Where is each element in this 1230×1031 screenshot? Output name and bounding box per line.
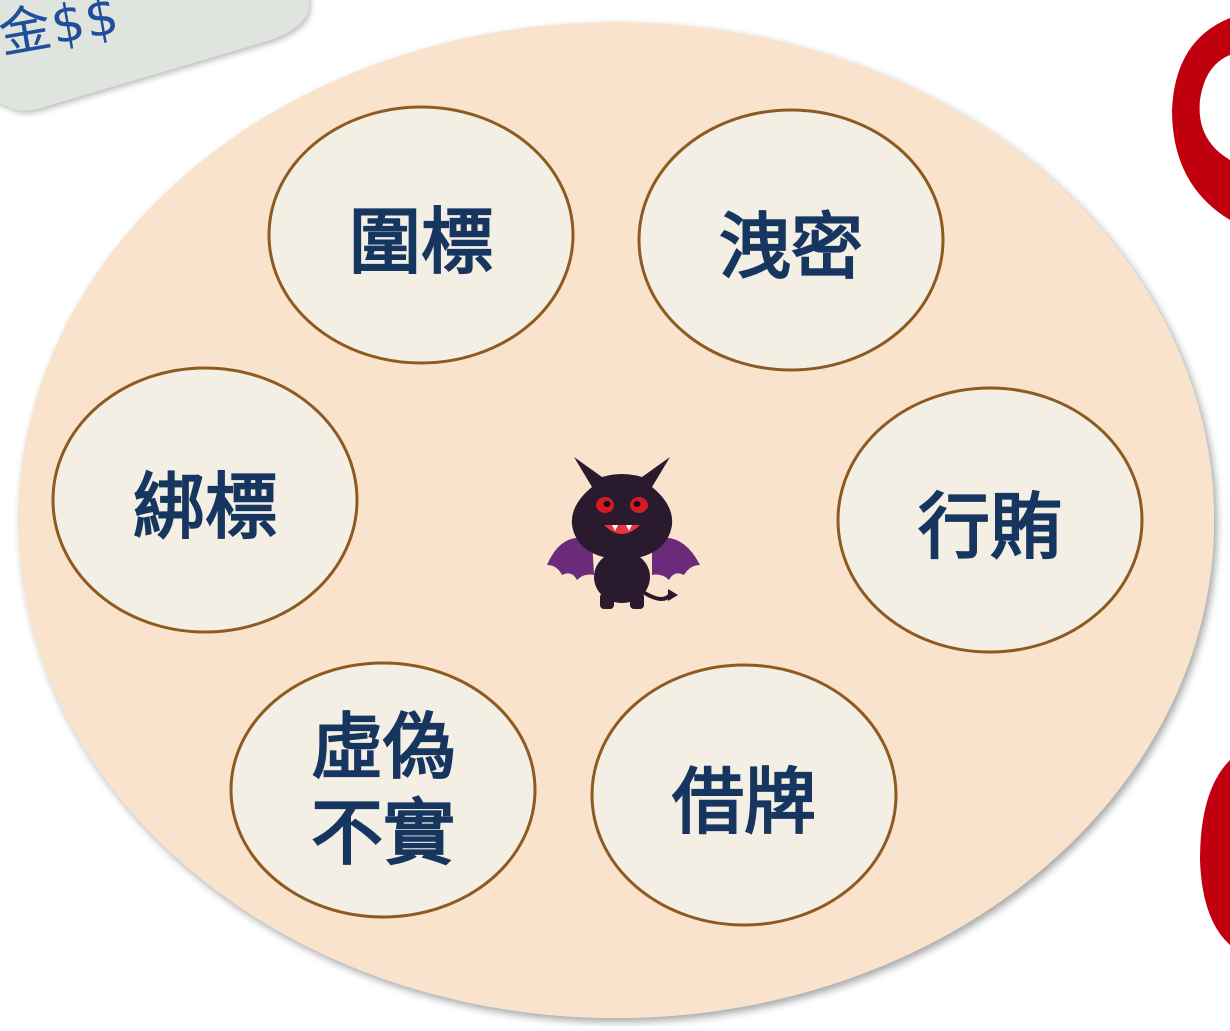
title-banner — [0, 0, 310, 111]
ellipse-xing-hui — [836, 386, 1144, 654]
right-decor-arcs — [1172, 18, 1230, 945]
label-xing-hui: 行賄 — [917, 484, 1062, 569]
ellipse-bang-biao — [51, 366, 359, 634]
label-jie-pai: 借牌 — [671, 759, 816, 844]
label-wei-biao: 圍標 — [348, 199, 493, 284]
label-xu-wei: 虛偽 不實 — [310, 704, 455, 875]
ellipse-wei-biao — [267, 105, 575, 365]
label-bang-biao: 綁標 — [132, 464, 277, 549]
ellipse-xie-mi — [637, 108, 945, 372]
ellipse-xu-wei — [229, 661, 537, 919]
devil-bat-icon — [547, 457, 700, 609]
label-xie-mi: 洩密 — [718, 204, 863, 289]
ellipse-jie-pai — [590, 663, 898, 927]
